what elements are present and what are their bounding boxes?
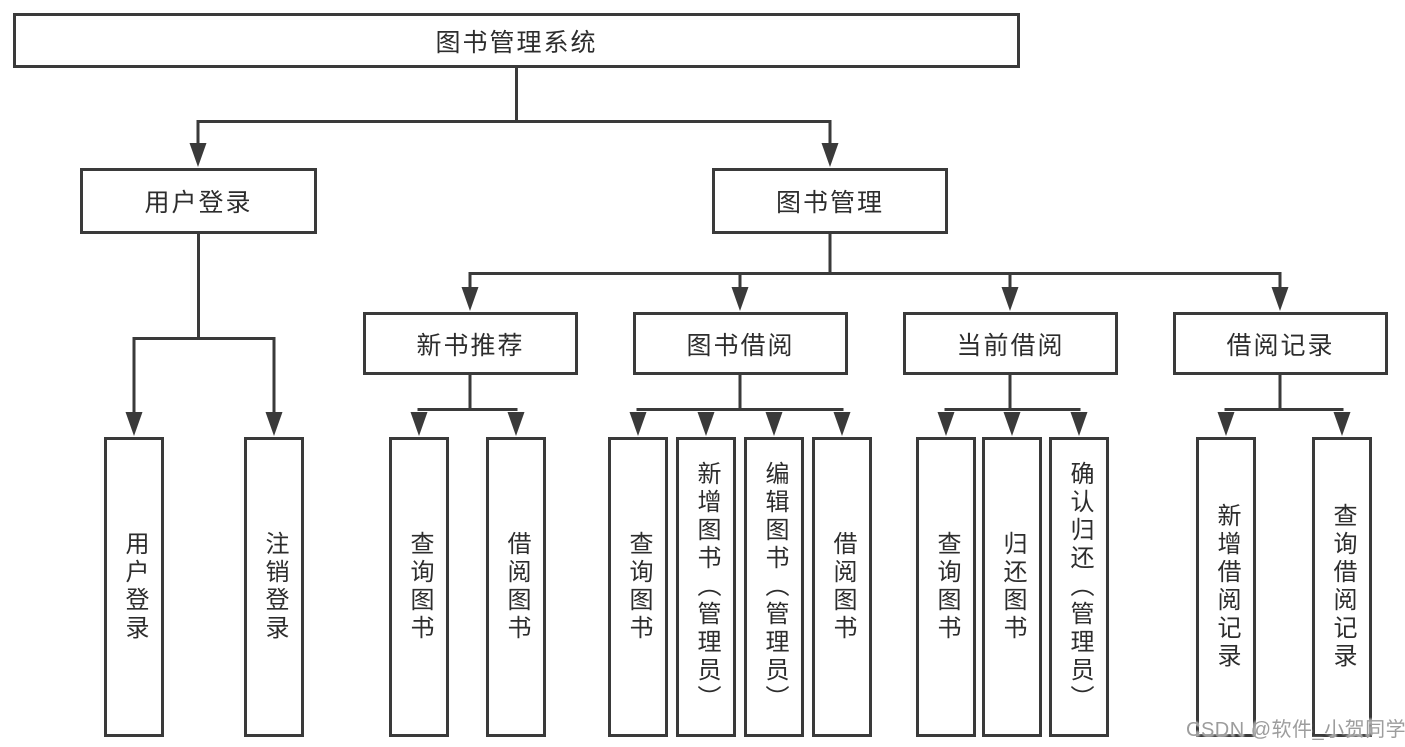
leaf-logout: 注销登录 [244, 437, 304, 737]
leaf-query-borrow-record: 查询借阅记录 [1312, 437, 1372, 737]
node-current-borrow: 当前借阅 [903, 312, 1118, 375]
node-user-login: 用户登录 [80, 168, 317, 234]
leaf-user-login: 用户登录 [104, 437, 164, 737]
leaf-add-borrow-record: 新增借阅记录 [1196, 437, 1256, 737]
node-book-borrow: 图书借阅 [633, 312, 848, 375]
leaf-query-books-current: 查询图书 [916, 437, 976, 737]
node-borrow-records: 借阅记录 [1173, 312, 1388, 375]
leaf-confirm-return-admin: 确认归还（管理员） [1049, 437, 1109, 737]
csdn-watermark: CSDN @软件_小贺同学 [1186, 719, 1405, 741]
leaf-borrow-books-borrow: 借阅图书 [812, 437, 872, 737]
leaf-edit-book-admin: 编辑图书（管理员） [744, 437, 804, 737]
node-root: 图书管理系统 [13, 13, 1020, 68]
node-book-management: 图书管理 [712, 168, 948, 234]
leaf-query-books-borrow: 查询图书 [608, 437, 668, 737]
leaf-add-book-admin: 新增图书（管理员） [676, 437, 736, 737]
leaf-query-books-newbooks: 查询图书 [389, 437, 449, 737]
node-new-books: 新书推荐 [363, 312, 578, 375]
leaf-return-book: 归还图书 [982, 437, 1042, 737]
leaf-borrow-books-newbooks: 借阅图书 [486, 437, 546, 737]
